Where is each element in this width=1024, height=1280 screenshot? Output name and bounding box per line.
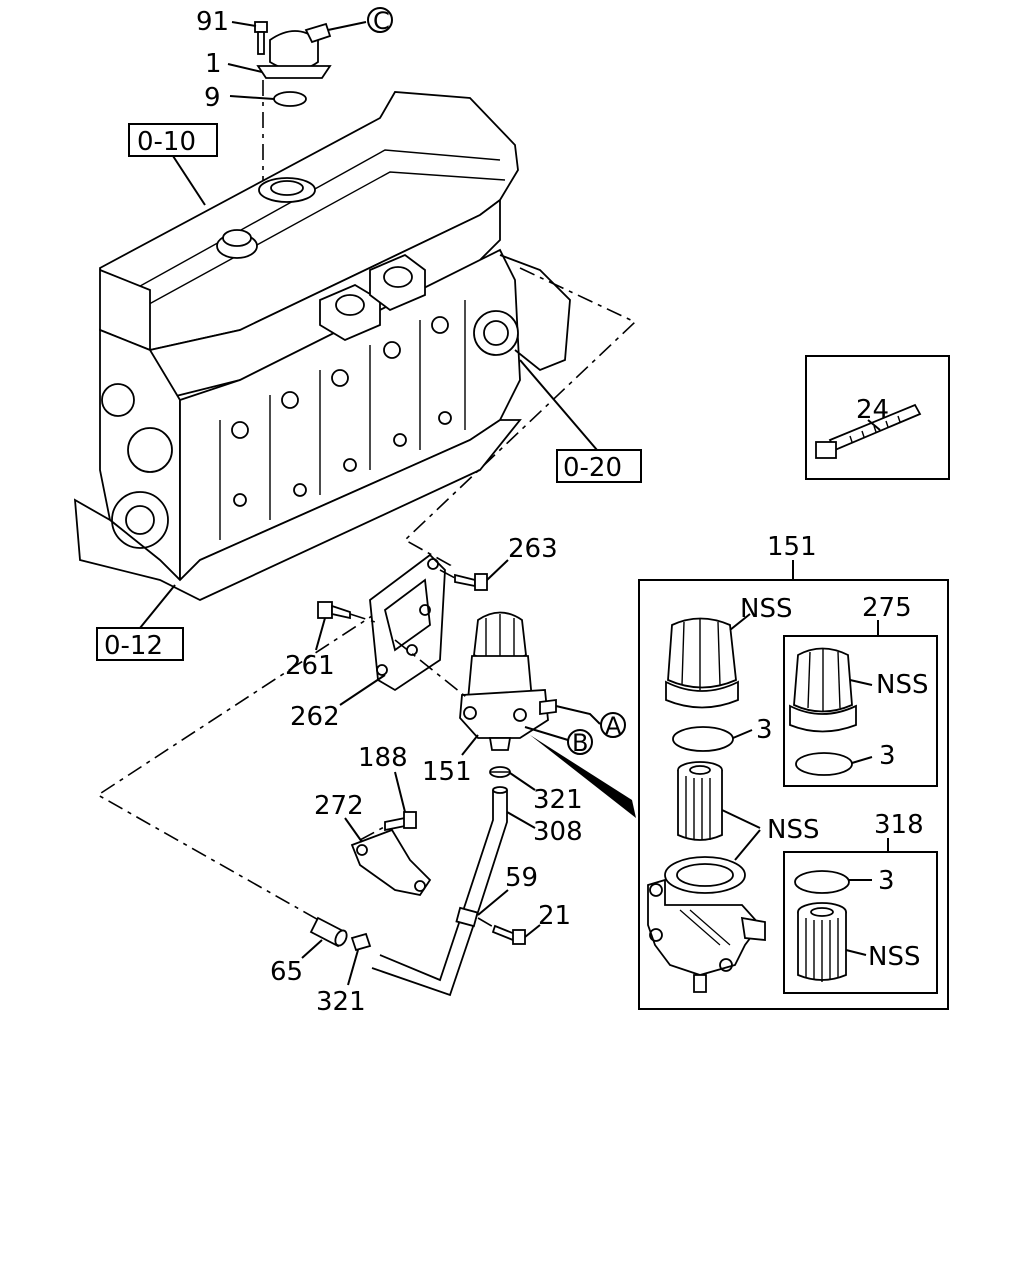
- clip-321-lower: [350, 932, 372, 952]
- label-321-upper: 321: [533, 785, 583, 815]
- label-262: 262: [290, 702, 340, 732]
- bolt-188: [384, 811, 417, 832]
- sub-box-275: [783, 635, 938, 787]
- callout-b-circle: [567, 729, 593, 755]
- o-ring-318: [794, 870, 850, 894]
- label-318: 318: [874, 810, 924, 840]
- callout-c-label: C: [373, 7, 390, 35]
- engine-block: [73, 91, 571, 601]
- filter-element: [677, 761, 723, 841]
- label-21: 21: [538, 901, 571, 931]
- filter-cap: [665, 617, 739, 709]
- label-nss-275: NSS: [876, 670, 928, 700]
- label-272: 272: [314, 791, 364, 821]
- filter-head: [647, 856, 766, 993]
- label-263: 263: [508, 534, 558, 564]
- ref-box-0-12: [96, 627, 184, 661]
- pipe-65: [309, 916, 348, 948]
- callout-c-circle: [367, 7, 393, 33]
- callout-a-circle: [600, 712, 626, 738]
- part-24-box: [805, 355, 950, 480]
- detail-box-151: [638, 579, 949, 1010]
- label-91: 91: [196, 7, 229, 37]
- ref-box-0-20: [556, 449, 642, 483]
- thermostat-housing: [254, 21, 332, 107]
- clip-321-upper: [489, 766, 511, 778]
- cable-tie-icon: [815, 403, 922, 459]
- element-318: [797, 902, 847, 982]
- bolt-263: [454, 573, 488, 591]
- label-9: 9: [204, 83, 221, 113]
- label-188: 188: [358, 743, 408, 773]
- label-nss-element: NSS: [767, 815, 819, 845]
- label-59: 59: [505, 863, 538, 893]
- label-1: 1: [205, 49, 222, 79]
- callout-b-label: B: [572, 729, 588, 757]
- label-308: 308: [533, 817, 583, 847]
- label-321-lower: 321: [316, 987, 366, 1017]
- o-ring-3: [672, 726, 734, 752]
- ref-box-0-10: [128, 123, 218, 157]
- bolt-21: [491, 924, 526, 945]
- label-3-b: 3: [879, 741, 896, 771]
- bolt-261: [317, 601, 351, 620]
- label-261: 261: [285, 651, 335, 681]
- label-nss-318: NSS: [868, 942, 920, 972]
- cap-275: [789, 647, 857, 733]
- sub-box-318: [783, 851, 938, 994]
- label-65: 65: [270, 957, 303, 987]
- label-151-detail: 151: [767, 532, 817, 562]
- label-275: 275: [862, 593, 912, 623]
- label-151-assembly: 151: [422, 757, 472, 787]
- label-nss-cap: NSS: [740, 594, 792, 624]
- o-ring-275: [795, 752, 853, 776]
- bracket-262: [369, 553, 446, 692]
- ref-label-0-10: 0-10: [137, 127, 196, 157]
- callout-a-label: A: [605, 712, 622, 740]
- ref-label-0-12: 0-12: [104, 631, 163, 661]
- bracket-272: [350, 828, 432, 897]
- ref-label-0-20: 0-20: [563, 453, 622, 483]
- exploded-view-wedge: [530, 735, 636, 818]
- label-3-c: 3: [878, 866, 895, 896]
- fuel-filter-151: [459, 611, 557, 751]
- label-3-a: 3: [756, 715, 773, 745]
